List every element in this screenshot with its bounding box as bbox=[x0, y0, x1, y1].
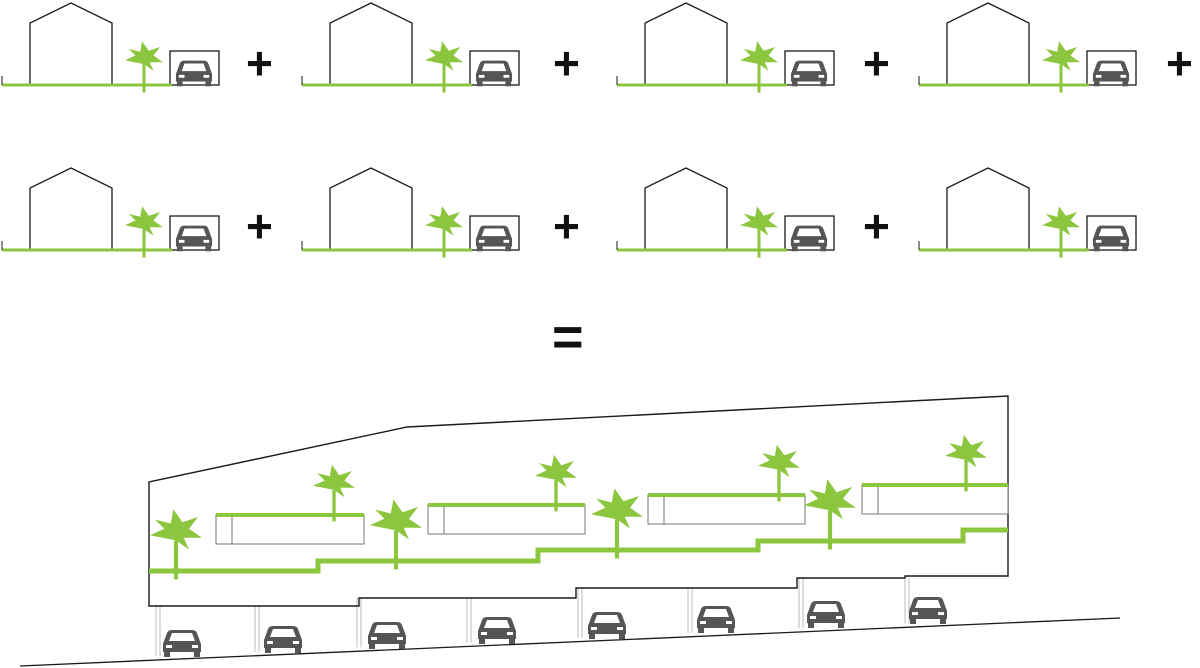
car-icon bbox=[368, 622, 406, 649]
house-unit bbox=[918, 167, 1137, 258]
house-unit bbox=[918, 2, 1137, 93]
equals-sign: = bbox=[552, 307, 584, 367]
car-icon bbox=[909, 597, 947, 624]
car-icon bbox=[807, 601, 845, 628]
house-outline bbox=[29, 167, 113, 250]
house-unit bbox=[616, 167, 835, 258]
sloped-ground-line bbox=[19, 617, 1121, 667]
plus-sign: + bbox=[553, 200, 580, 252]
car-icon bbox=[697, 606, 735, 633]
plus-sign: + bbox=[553, 37, 580, 89]
plus-sign: + bbox=[1166, 37, 1193, 89]
plus-sign: + bbox=[863, 37, 890, 89]
house-outline bbox=[29, 2, 113, 85]
plus-sign: + bbox=[246, 200, 273, 252]
housing-volume bbox=[647, 494, 806, 525]
stepped-green-terrace bbox=[149, 527, 1008, 574]
plus-sign: + bbox=[246, 37, 273, 89]
housing-volume bbox=[427, 504, 586, 535]
car-icon bbox=[163, 630, 201, 657]
palm-tree-icon bbox=[535, 454, 577, 512]
house-outline bbox=[329, 2, 413, 85]
plus-sign: + bbox=[863, 200, 890, 252]
car-icon bbox=[478, 617, 516, 644]
house-outline bbox=[946, 167, 1030, 250]
housing-volume bbox=[215, 514, 365, 545]
house-unit bbox=[1, 167, 220, 258]
house-outline bbox=[329, 167, 413, 250]
house-unit bbox=[301, 167, 520, 258]
building-outline bbox=[148, 395, 1009, 607]
house-unit bbox=[616, 2, 835, 93]
palm-tree-icon bbox=[313, 464, 355, 522]
single-houses-row-2 bbox=[1, 167, 1137, 258]
palm-tree-icon bbox=[758, 444, 800, 502]
single-houses-row-1 bbox=[1, 2, 1137, 93]
car-icon bbox=[264, 626, 302, 653]
house-outline bbox=[644, 2, 728, 85]
house-unit bbox=[1, 2, 220, 93]
car-icon bbox=[588, 612, 626, 639]
house-outline bbox=[644, 167, 728, 250]
house-outline bbox=[946, 2, 1030, 85]
house-unit bbox=[301, 2, 520, 93]
housing-volume bbox=[861, 484, 1009, 515]
palm-tree-icon bbox=[945, 434, 987, 492]
combined-terraced-building bbox=[19, 395, 1121, 667]
